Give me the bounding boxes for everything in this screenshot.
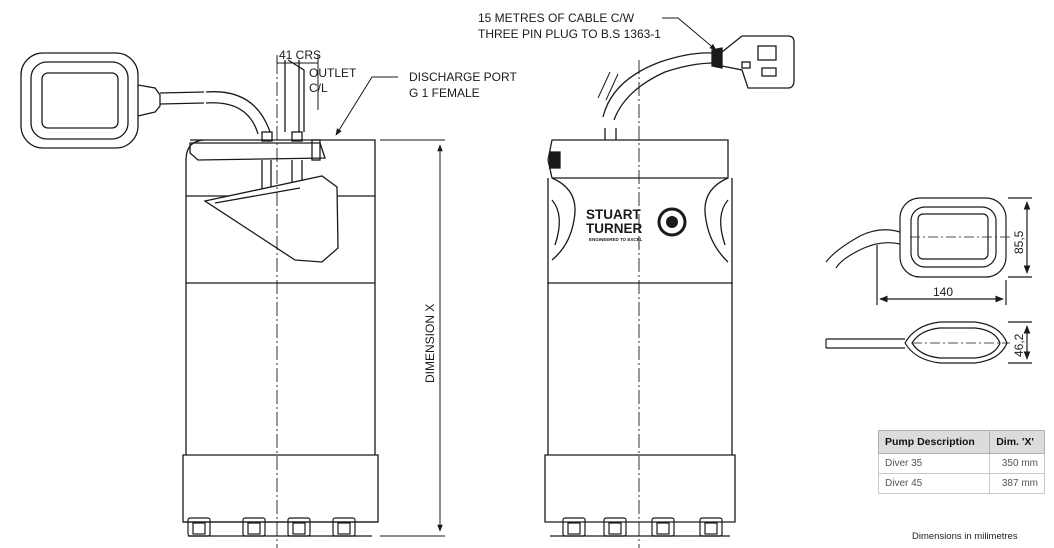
table-row: Diver 45 387 mm — [877, 473, 1045, 494]
cable-label-line2: THREE PIN PLUG TO B.S 1363-1 — [478, 27, 661, 41]
table-row: Diver 35 350 mm — [877, 453, 1045, 474]
outlet-label-line2: C/L — [309, 81, 328, 95]
row-description: Diver 45 — [877, 473, 991, 494]
dimension-x-label: DIMENSION X — [423, 304, 437, 383]
svg-text:STUART: STUART — [586, 207, 641, 222]
row-dim: 350 mm — [989, 453, 1045, 474]
outlet-label-line1: OUTLET — [309, 66, 357, 80]
pump-front-view — [544, 35, 795, 548]
discharge-label-line2: G 1 FEMALE — [409, 86, 480, 100]
float-top-view — [825, 197, 1032, 305]
pump-spec-table: Pump Description Dim. 'X' Diver 35 350 m… — [877, 430, 1045, 494]
float-height-label: 85,5 — [1012, 230, 1026, 254]
stuart-turner-logo: STUART TURNER ENGINEERED TO EXCEL — [586, 207, 687, 242]
table-header-row: Pump Description Dim. 'X' — [877, 430, 1045, 454]
header-pump-description: Pump Description — [877, 430, 991, 454]
float-switch-side — [20, 52, 271, 149]
crs-dimension — [276, 55, 319, 110]
crs-label: 41 CRS — [279, 48, 321, 62]
cable-leader — [662, 17, 717, 51]
discharge-leader — [335, 76, 398, 136]
units-footnote: Dimensions in milimetres — [912, 531, 1018, 542]
float-width-label: 140 — [933, 285, 953, 299]
svg-text:ENGINEERED TO EXCEL: ENGINEERED TO EXCEL — [589, 237, 643, 242]
discharge-label-line1: DISCHARGE PORT — [409, 70, 517, 84]
row-description: Diver 35 — [877, 453, 991, 474]
row-dim: 387 mm — [989, 473, 1045, 494]
cable-label-line1: 15 METRES OF CABLE C/W — [478, 11, 635, 25]
svg-text:TURNER: TURNER — [586, 221, 642, 236]
header-dim-x: Dim. 'X' — [989, 430, 1045, 454]
dimension-x-line — [380, 139, 445, 537]
float-side-view — [825, 321, 1032, 364]
pump-side-view — [20, 52, 379, 548]
three-pin-plug — [711, 35, 795, 89]
float-thickness-label: 46,2 — [1012, 333, 1026, 357]
